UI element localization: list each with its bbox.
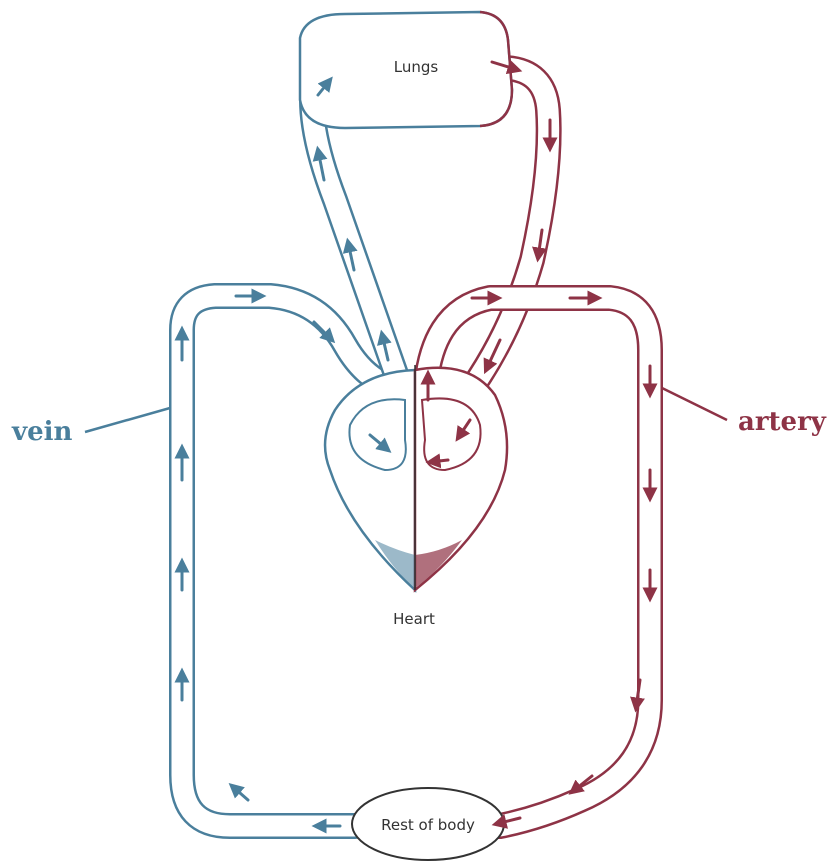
lungs: Lungs <box>300 12 512 128</box>
heart-label: Heart <box>393 610 435 628</box>
vein-callout: vein <box>11 408 170 447</box>
artery-label: artery <box>738 407 827 437</box>
rest-of-body: Rest of body <box>352 788 504 860</box>
systemic-vein <box>182 296 395 826</box>
heart: Heart <box>325 365 507 628</box>
lungs-label: Lungs <box>394 58 439 76</box>
rest-of-body-label: Rest of body <box>381 816 475 834</box>
vein-label: vein <box>11 417 73 447</box>
artery-callout: artery <box>662 388 827 437</box>
